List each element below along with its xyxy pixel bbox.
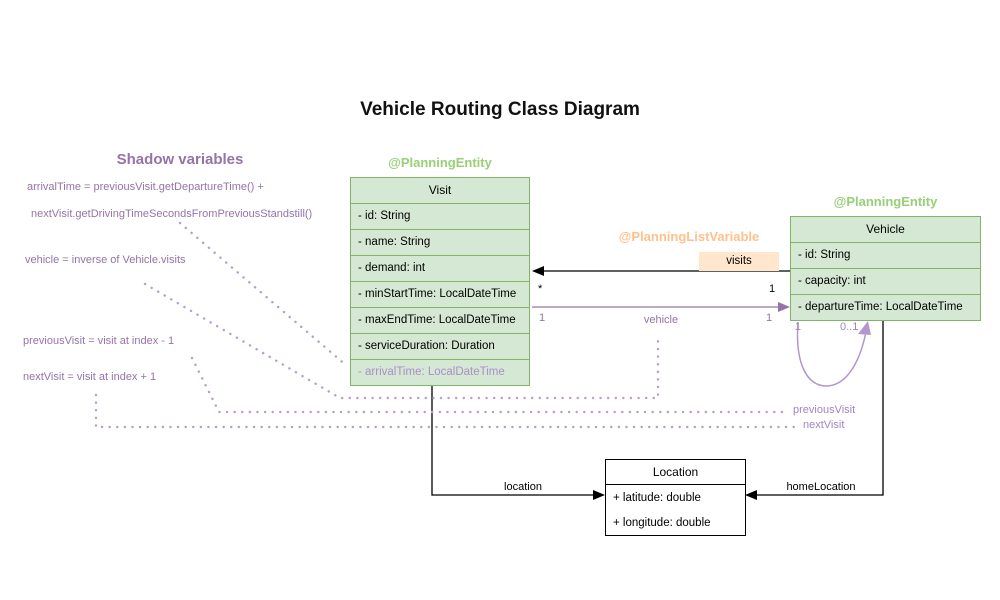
- visit-attribute-row: - name: String: [351, 229, 529, 255]
- vehicle-stereotype: @PlanningEntity: [833, 194, 938, 209]
- vehicle-self-loop-arc: [796, 321, 871, 387]
- page-title: Vehicle Routing Class Diagram: [360, 99, 640, 120]
- next-visit-rule: nextVisit = visit at index + 1: [23, 371, 157, 383]
- self-loop-source-multiplicity: 1: [795, 321, 802, 333]
- visits-vehicle-multiplicity: 1: [769, 283, 776, 295]
- vehicle-vehicle-multiplicity: 1: [766, 312, 773, 324]
- vehicle-attribute-row: - id: String: [791, 242, 980, 268]
- arrival-time-shadow-link: [178, 221, 349, 368]
- vehicle-class-name: Vehicle: [866, 222, 905, 236]
- home-location-association-label: homeLocation: [786, 481, 856, 493]
- location-class-box: Location + latitude: double + longitude:…: [605, 459, 746, 536]
- vehicle-association-line: [532, 302, 790, 312]
- previous-visit-label: previousVisit: [793, 404, 856, 416]
- vehicle-visit-multiplicity: 1: [539, 312, 546, 324]
- visit-attribute-row: - minStartTime: LocalDateTime: [351, 281, 529, 307]
- location-attribute-row: + latitude: double: [613, 492, 701, 504]
- previous-visit-rule: previousVisit = visit at index - 1: [23, 335, 175, 347]
- visit-stereotype: @PlanningEntity: [388, 155, 492, 170]
- location-attribute-row: + longitude: double: [613, 517, 711, 529]
- vehicle-class-box: Vehicle - id: String - capacity: int - d…: [790, 216, 981, 321]
- next-visit-shadow-link: [94, 393, 800, 429]
- visit-class-box: Visit - id: String - name: String - dema…: [350, 177, 530, 386]
- planning-list-variable-stereotype: @PlanningListVariable: [618, 229, 760, 244]
- vehicle-association-label: vehicle: [643, 314, 679, 326]
- visit-shadow-attribute-row: - arrivalTime: LocalDateTime: [351, 359, 529, 385]
- visit-attribute-row: - id: String: [351, 203, 529, 229]
- vehicle-attribute-row: - departureTime: LocalDateTime: [791, 294, 980, 320]
- visit-attribute-row: - serviceDuration: Duration: [351, 333, 529, 359]
- vehicle-attribute-row: - capacity: int: [791, 268, 980, 294]
- visits-association-label: visits: [699, 252, 779, 271]
- vehicle-rule: vehicle = inverse of Vehicle.visits: [25, 254, 186, 266]
- arrival-time-rule-line1: arrivalTime = previousVisit.getDeparture…: [27, 181, 264, 193]
- visit-attribute-row: - demand: int: [351, 255, 529, 281]
- self-loop-target-multiplicity: 0..1: [840, 321, 859, 333]
- location-association-label: location: [504, 481, 542, 493]
- arrival-time-rule-line2: nextVisit.getDrivingTimeSecondsFromPrevi…: [31, 208, 313, 220]
- visit-attribute-row: - maxEndTime: LocalDateTime: [351, 307, 529, 333]
- visits-visit-multiplicity: *: [538, 283, 543, 295]
- visit-class-name: Visit: [428, 183, 452, 197]
- next-visit-label: nextVisit: [803, 419, 845, 431]
- location-class-name: Location: [606, 460, 745, 485]
- shadow-variables-heading: Shadow variables: [116, 151, 244, 168]
